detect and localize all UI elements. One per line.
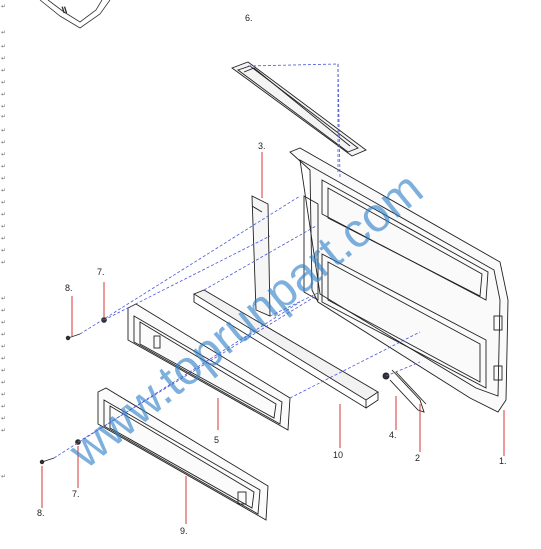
- cropped-part-top: \\: [39, 0, 111, 29]
- part-10-foam-bar: [193, 289, 379, 409]
- margin-return-mark: ↵: [1, 319, 6, 326]
- margin-return-mark: ↵: [1, 247, 6, 254]
- margin-return-mark: ↵: [1, 199, 6, 206]
- label-part-1: 1.: [499, 456, 507, 466]
- margin-return-mark: ↵: [1, 55, 6, 62]
- margin-return-mark: ↵: [1, 91, 6, 98]
- margin-return-mark: ↵: [1, 67, 6, 74]
- margin-return-mark: ↵: [1, 379, 6, 386]
- label-part-10: 10: [333, 450, 343, 460]
- margin-return-mark: ↵: [1, 415, 6, 422]
- margin-return-mark: ↵: [1, 3, 6, 10]
- label-part-2: 2: [415, 453, 420, 463]
- label-part-8-lower: 8.: [37, 508, 45, 518]
- part-6-top-strip: [231, 61, 367, 157]
- part-1-door-frame: [289, 147, 509, 413]
- margin-return-mark: ↵: [1, 43, 6, 50]
- margin-return-mark: ↵: [1, 151, 6, 158]
- margin-return-mark: ↵: [1, 343, 6, 350]
- margin-return-mark: ↵: [1, 367, 6, 374]
- margin-return-mark: ↵: [1, 211, 6, 218]
- margin-return-mark: ↵: [1, 223, 6, 230]
- margin-return-mark: ↵: [1, 163, 6, 170]
- label-part-4: 4.: [389, 430, 397, 440]
- cropped-part-text: \\: [62, 6, 67, 14]
- margin-return-mark: ↵: [1, 29, 6, 36]
- assembly-dashed-lines: [53, 63, 421, 459]
- margin-return-mark: ↵: [1, 113, 6, 120]
- margin-return-mark: ↵: [1, 391, 6, 398]
- part-9-lower-panel: [97, 387, 269, 521]
- part-4-bracket: [382, 369, 427, 413]
- margin-return-mark: ↵: [1, 175, 6, 182]
- label-part-3: 3.: [258, 141, 266, 151]
- margin-return-marks: ↵ ↵ ↵ ↵ ↵ ↵ ↵ ↵ ↵ ↵ ↵ ↵ ↵ ↵ ↵ ↵ ↵ ↵ ↵ ↵ ↵ ↵ ↵ ↵ ↵ ↵ ↵ ↵ ↵ ↵ ↵ ↵ ↵ ↵: [1, 3, 6, 480]
- margin-return-mark: ↵: [1, 103, 6, 110]
- margin-return-mark: ↵: [1, 331, 6, 338]
- margin-return-mark: ↵: [1, 127, 6, 134]
- part-5-upper-panel: [127, 303, 291, 431]
- leader-lines: [41, 152, 505, 524]
- margin-return-mark: ↵: [1, 259, 6, 266]
- label-part-8-upper: 8.: [65, 283, 73, 293]
- margin-return-mark: ↵: [1, 139, 6, 146]
- label-part-9: 9.: [180, 526, 188, 536]
- margin-return-mark: ↵: [1, 79, 6, 86]
- label-part-7-upper: 7.: [97, 267, 105, 277]
- margin-return-mark: ↵: [1, 355, 6, 362]
- label-part-5: 5: [214, 435, 219, 445]
- margin-return-mark: ↵: [1, 295, 6, 302]
- margin-return-mark: ↵: [1, 403, 6, 410]
- margin-return-mark: ↵: [1, 187, 6, 194]
- margin-return-mark: ↵: [1, 235, 6, 242]
- margin-return-mark: ↵: [1, 427, 6, 434]
- part-labels: 6. 3. 7. 8. 4. 5 10 2 1. 7. 8. 9.: [37, 13, 507, 536]
- margin-return-mark: ↵: [1, 307, 6, 314]
- label-part-6: 6.: [245, 13, 253, 23]
- margin-return-mark: ↵: [1, 473, 6, 480]
- label-part-7-lower: 7.: [72, 489, 80, 499]
